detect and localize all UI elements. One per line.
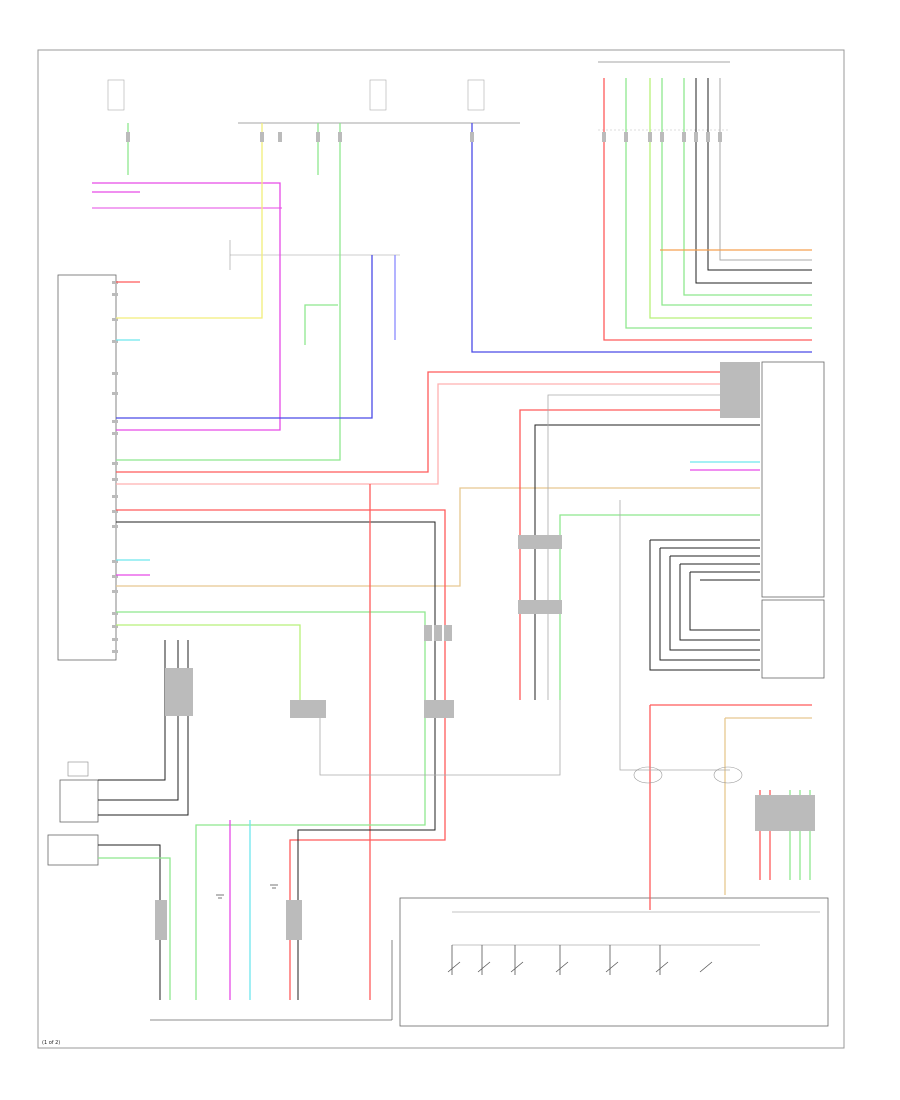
wire-bundle-top bbox=[650, 539, 760, 581]
audio-unit-pins bbox=[112, 281, 118, 653]
wire-tan-mid bbox=[116, 487, 760, 587]
wire-pink-long bbox=[116, 383, 760, 485]
wire-tan-br bbox=[724, 717, 812, 895]
wire-red-long bbox=[116, 371, 760, 473]
wire-bundle-2 bbox=[659, 548, 760, 661]
wire-black-hf bbox=[98, 640, 189, 816]
wire-bundle-4 bbox=[679, 564, 760, 641]
diagram-frame bbox=[37, 49, 845, 1049]
wire-green-right-1 bbox=[625, 78, 812, 329]
wire-green-right-2 bbox=[661, 78, 812, 306]
wire-green-lower bbox=[116, 611, 426, 700]
wire-bundle-3 bbox=[669, 556, 760, 651]
wire-yellow-top bbox=[116, 123, 263, 319]
wire-gray-right bbox=[719, 78, 812, 261]
wire-lime-right bbox=[649, 78, 812, 319]
wire-green-right-3 bbox=[683, 78, 812, 296]
wire-green-center-2 bbox=[116, 123, 341, 461]
wire-red-bottom-1 bbox=[289, 700, 446, 1000]
wire-magenta-1 bbox=[92, 182, 281, 431]
wire-bundle-5 bbox=[689, 572, 760, 631]
wire-green-bottom bbox=[195, 700, 426, 1000]
connector-markers bbox=[126, 132, 815, 940]
audio-unit bbox=[57, 274, 118, 661]
wire-blue-top-right bbox=[471, 123, 812, 353]
wire-green-nav bbox=[559, 514, 760, 700]
rear-speaker-unit bbox=[150, 940, 393, 1021]
wire-black-left-bottom bbox=[98, 844, 161, 1000]
wire-black-bottom bbox=[297, 700, 436, 1000]
wire-red-nav bbox=[519, 409, 760, 700]
wire-gray-dashed bbox=[319, 700, 561, 776]
wire-gray-dashed-2 bbox=[619, 500, 730, 771]
wire-green-branch bbox=[304, 304, 338, 345]
wire-green-lower-2 bbox=[116, 624, 301, 700]
junction-block bbox=[107, 79, 520, 270]
wire-black-right-1 bbox=[695, 78, 812, 284]
hands-free-module bbox=[47, 761, 99, 866]
wire-blue bbox=[116, 255, 373, 419]
wire-gray-nav bbox=[547, 394, 760, 700]
wires bbox=[92, 78, 812, 1000]
navigation-unit bbox=[761, 361, 825, 679]
wire-red-right bbox=[603, 78, 812, 341]
relay-symbols bbox=[633, 766, 743, 784]
ground-point bbox=[216, 884, 278, 899]
wire-green-left-bottom bbox=[98, 857, 171, 1000]
wire-black-nav bbox=[534, 424, 760, 700]
wire-bundle-1 bbox=[649, 540, 760, 671]
steering-switch bbox=[399, 897, 829, 1027]
top-right-connector bbox=[598, 61, 730, 131]
wire-black-mid bbox=[116, 521, 436, 700]
wire-red-br bbox=[649, 704, 812, 910]
page-indicator: (1 of 2) bbox=[42, 1040, 60, 1046]
wire-black-right-2 bbox=[707, 78, 812, 271]
